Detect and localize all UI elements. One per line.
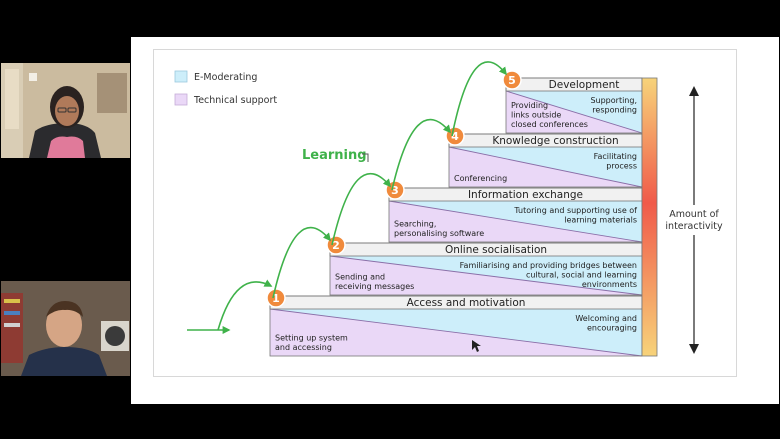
- stage-moderating-text: Welcoming and: [575, 314, 637, 323]
- stage-support-text: closed conferences: [511, 120, 588, 129]
- stage-moderating-text: Facilitating: [594, 152, 637, 161]
- learning-arrow-3: [331, 173, 392, 246]
- stage-number-badge: [266, 288, 286, 308]
- stage-number: 4: [451, 130, 459, 143]
- legend-label-support: Technical support: [193, 95, 277, 106]
- stage-moderating-text: learning materials: [564, 216, 637, 225]
- learning-label-pointer: [362, 153, 369, 162]
- interactivity-arrow-up-icon: [689, 86, 699, 96]
- legend-swatch-moderating: [174, 70, 188, 83]
- stage-moderating-text: process: [606, 162, 637, 171]
- stage-diagonal-divider: [329, 255, 643, 296]
- stage-moderating-text: Supporting,: [590, 96, 637, 105]
- stage-number-badge: [502, 70, 522, 90]
- mouse-cursor-icon: [472, 340, 481, 352]
- learning-arrow-2: [272, 226, 332, 299]
- interactivity-label-line-1: Amount of: [669, 209, 719, 220]
- stage-diagonal-divider: [448, 146, 643, 188]
- interactivity-label-bg: [664, 205, 724, 235]
- stage-title: Information exchange: [468, 189, 583, 201]
- stage-diagonal-divider: [505, 90, 643, 134]
- stage-number: 5: [508, 74, 516, 87]
- participant-video-tile-1[interactable]: [1, 63, 130, 158]
- participant-gallery: [0, 0, 131, 439]
- stage-moderating-text: responding: [592, 106, 637, 115]
- interactivity-arrow-down-icon: [689, 344, 699, 354]
- stage-support-text: Searching,: [394, 220, 436, 229]
- stage-support-text: Providing: [511, 101, 548, 110]
- learning-arrow-1: [217, 279, 273, 331]
- learning-arrow-5: [451, 61, 507, 137]
- stage-title: Access and motivation: [407, 297, 526, 309]
- five-stage-model-diagram: E-Moderating Technical support Learning …: [153, 49, 737, 377]
- screen-share-area: E-Moderating Technical support Learning …: [131, 1, 779, 438]
- stage-number: 3: [391, 184, 399, 197]
- learning-arrow-4: [391, 118, 452, 191]
- stage-moderating-text: cultural, social and learning: [526, 271, 637, 280]
- stage-moderating-text: Tutoring and supporting use of: [513, 206, 637, 215]
- stage-moderating-text: environments: [582, 280, 637, 289]
- stage-diagonal-divider: [388, 200, 643, 243]
- stage-support-text: Conferencing: [454, 174, 507, 183]
- learning-label: Learning: [302, 148, 367, 163]
- person-video-icon: [1, 63, 130, 158]
- diagram-canvas: E-Moderating Technical support Learning …: [174, 61, 724, 357]
- stage-title: Development: [549, 79, 620, 91]
- stage-support-text: personalising software: [394, 229, 484, 238]
- stage-moderating-text: encouraging: [587, 324, 637, 333]
- legend-label-moderating: E-Moderating: [194, 72, 257, 83]
- stage-number: 1: [272, 292, 280, 305]
- stage-support-text: and accessing: [275, 343, 332, 352]
- stage-title: Knowledge construction: [492, 135, 618, 147]
- stage-4: Knowledge construction 4Facilitatingproce…: [445, 126, 643, 188]
- interactivity-gradient-bar: [641, 77, 658, 357]
- stage-support-text: Sending and: [335, 273, 385, 282]
- interactivity-label-line-2: interactivity: [665, 221, 723, 232]
- stage-title: Online socialisation: [445, 244, 547, 256]
- stage-support-text: receiving messages: [335, 282, 414, 291]
- stage-number: 2: [332, 239, 340, 252]
- person-video-icon: [1, 281, 130, 376]
- stage-moderating-text: Familiarising and providing bridges betw…: [460, 261, 637, 270]
- presentation-slide: E-Moderating Technical support Learning …: [131, 37, 779, 404]
- legend-swatch-support: [174, 93, 188, 106]
- stage-number-badge: [326, 235, 346, 255]
- stage-support-text: Setting up system: [275, 334, 348, 343]
- participant-video-tile-2[interactable]: [1, 281, 130, 376]
- stage-diagonal-divider: [269, 308, 643, 357]
- stage-support-text: links outside: [511, 111, 561, 120]
